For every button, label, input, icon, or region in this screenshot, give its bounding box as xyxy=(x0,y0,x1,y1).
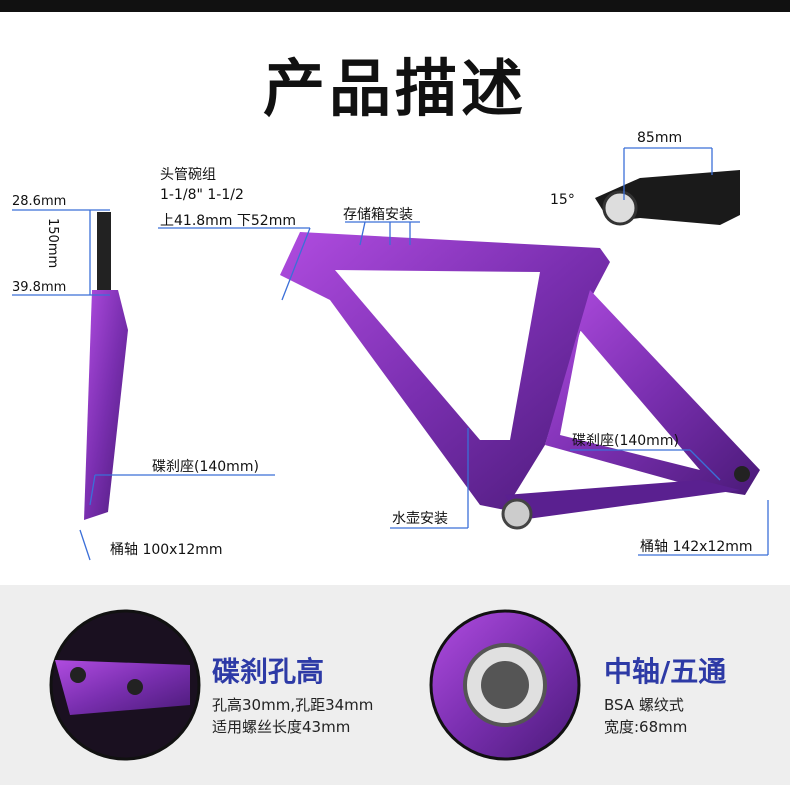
headset-diameter-label: 上41.8mm 下52mm xyxy=(160,213,296,229)
stem-clamp xyxy=(602,190,638,226)
top-bar xyxy=(0,0,790,12)
detail-brake-image xyxy=(49,609,201,761)
bb-detail-heading: 中轴/五通 xyxy=(604,655,727,688)
brake-detail-line2: 适用螺丝长度43mm xyxy=(212,718,351,736)
page-title: 产品描述 xyxy=(262,52,527,125)
detail-bb-image xyxy=(429,609,581,761)
leader-lines xyxy=(12,147,769,561)
headset-size-label: 1-1/8" 1-1/2 xyxy=(160,187,244,203)
fork-steerer-bottom-label: 39.8mm xyxy=(12,280,67,295)
fork-steerer-top-label: 28.6mm xyxy=(12,194,67,209)
bb-detail-line2: 宽度:68mm xyxy=(604,718,688,736)
frame-axle-label: 桶轴 142x12mm xyxy=(640,539,753,555)
frame-image xyxy=(280,232,760,530)
stem-length-label: 85mm xyxy=(637,130,683,146)
bottom-bracket xyxy=(501,498,533,530)
headset-title-label: 头管碗组 xyxy=(160,167,216,183)
frame-main-triangle xyxy=(280,232,610,510)
fork-brake-label: 碟刹座(140mm) xyxy=(152,459,259,475)
frame-rear-triangle xyxy=(545,290,760,495)
storage-mount-label: 存储箱安装 xyxy=(343,207,413,223)
brake-detail-line1: 孔高30mm,孔距34mm xyxy=(212,696,374,714)
bb-detail-line1: BSA 螺纹式 xyxy=(604,696,684,714)
brake-detail-heading: 碟刹孔高 xyxy=(212,655,325,688)
fork-axle-label: 桶轴 100x12mm xyxy=(110,542,223,558)
stem-image xyxy=(595,170,740,226)
frame-chainstay xyxy=(505,480,740,520)
fork-blade xyxy=(84,290,128,520)
fork-steerer xyxy=(97,212,111,292)
frame-brake-label: 碟刹座(140mm) xyxy=(572,433,679,449)
stem-angle-label: 15° xyxy=(550,192,575,208)
rear-dropout xyxy=(734,466,750,482)
fork-image xyxy=(84,212,128,520)
fork-steerer-length-label: 150mm xyxy=(45,218,60,269)
bottle-mount-label: 水壶安装 xyxy=(392,511,448,527)
